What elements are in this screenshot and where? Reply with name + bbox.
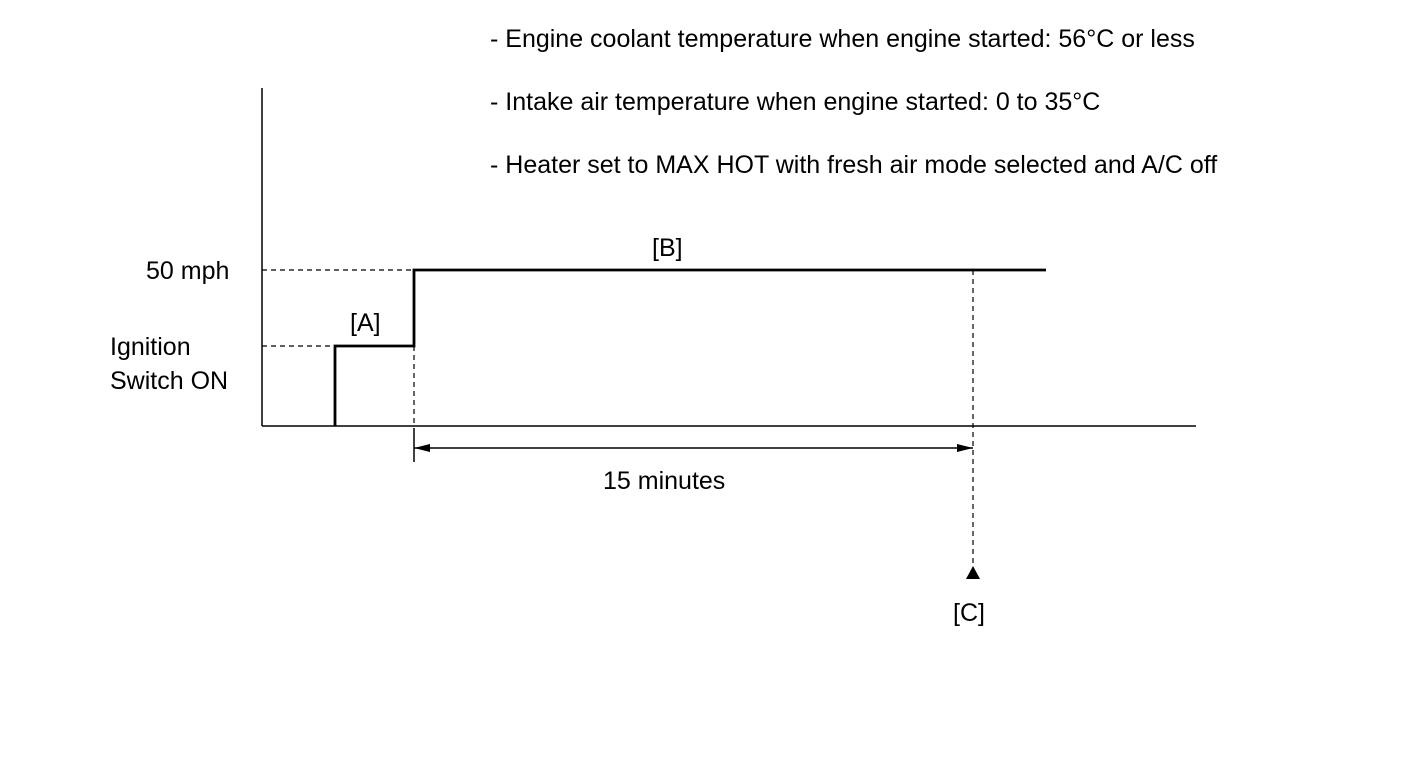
ignition-label-line1: Ignition [110,333,191,361]
condition-heater-setting: - Heater set to MAX HOT with fresh air m… [490,151,1218,179]
drive-pattern-line [333,268,1046,426]
duration-label: 15 minutes [603,467,726,495]
conditions-list: - Engine coolant temperature when engine… [490,22,1217,211]
condition-coolant-temp: - Engine coolant temperature when engine… [490,25,1195,53]
point-c-label: [C] [953,599,985,627]
ignition-label-line2: Switch ON [110,367,229,395]
point-c-arrowhead [966,566,980,579]
speed-label: 50 mph [146,257,230,285]
duration-arrowhead-right [957,444,973,452]
phase-b-label: [B] [652,234,683,262]
condition-intake-air-temp: - Intake air temperature when engine sta… [490,88,1101,116]
phase-a-label: [A] [350,309,381,337]
duration-arrowhead-left [414,444,430,452]
